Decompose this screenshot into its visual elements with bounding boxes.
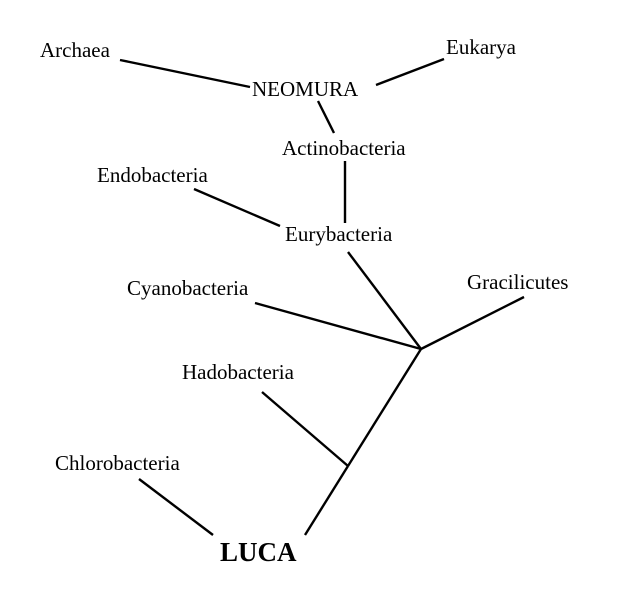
tree-labels: Archaea Eukarya NEOMURA Actinobacteria E… [40,35,568,567]
node-eukarya: Eukarya [446,35,517,59]
edge-junction-gracilicutes [420,295,525,351]
node-luca: LUCA [220,537,297,567]
node-chlorobacteria: Chlorobacteria [55,451,180,475]
edge-luca-chlorobacteria [138,478,214,536]
node-archaea: Archaea [40,38,111,62]
edge-eurybacteria-endobacteria [193,187,281,228]
edge-junction-cyanobacteria [254,301,422,351]
edge-hadojunction-hadobacteria [261,391,349,467]
edge-neomura-eukarya [375,57,445,87]
edge-actinobacteria-neomura [316,100,336,134]
node-endobacteria: Endobacteria [97,163,208,187]
edge-hadojunction-junction [346,348,423,467]
edge-luca-hadojunction [303,465,350,536]
node-actinobacteria: Actinobacteria [282,136,406,160]
node-hadobacteria: Hadobacteria [182,360,295,384]
node-cyanobacteria: Cyanobacteria [127,276,249,300]
edge-junction-eurybacteria [347,251,422,350]
tree-edges [119,57,525,536]
node-neomura: NEOMURA [252,77,359,101]
node-gracilicutes: Gracilicutes [467,270,568,294]
edge-neomura-archaea [119,58,251,89]
node-eurybacteria: Eurybacteria [285,222,393,246]
